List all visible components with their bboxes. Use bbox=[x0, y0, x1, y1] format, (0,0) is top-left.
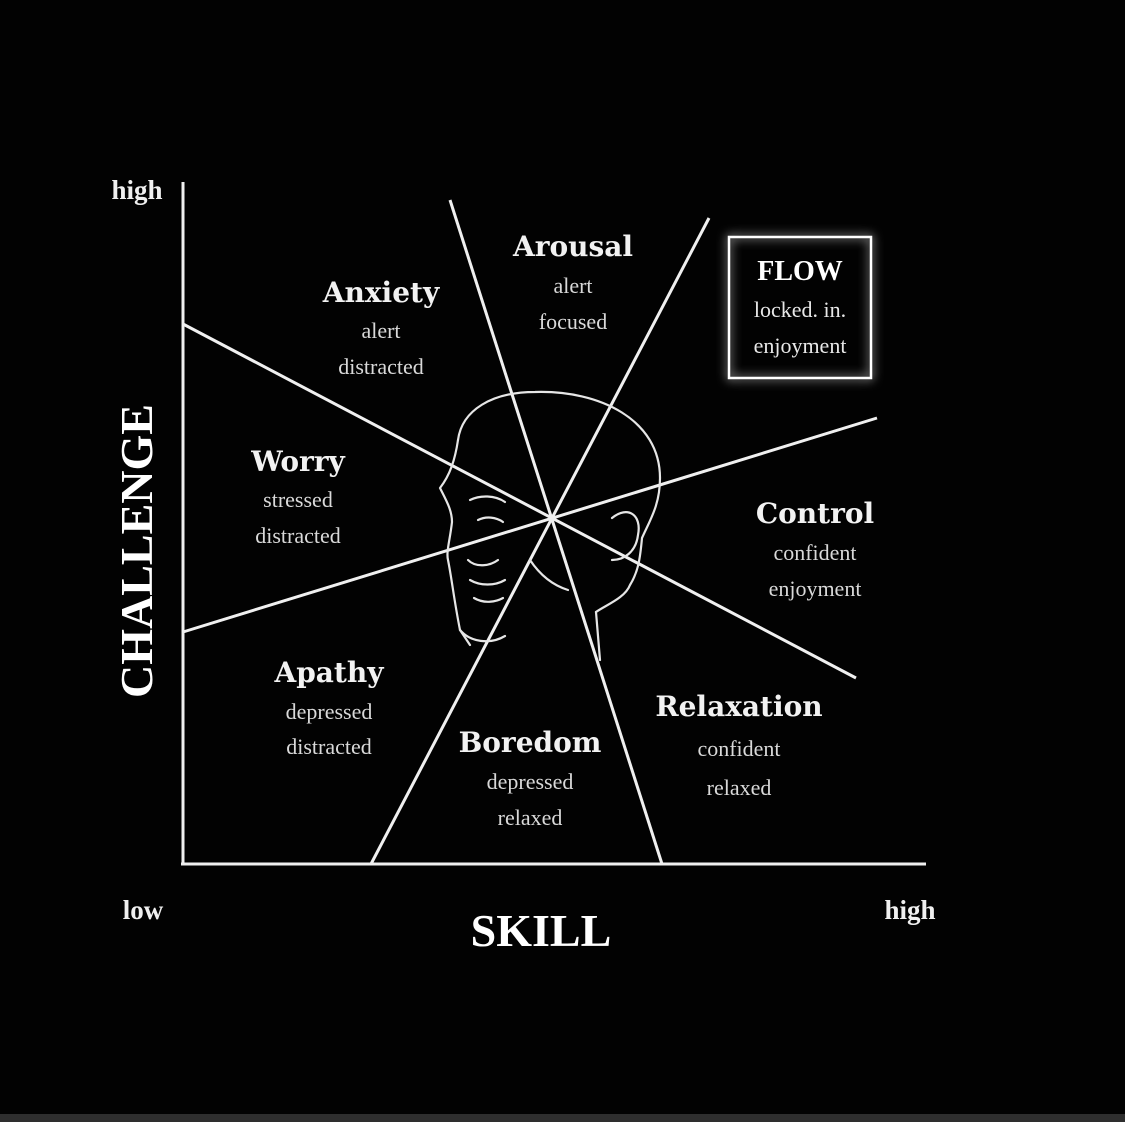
state-line2: enjoyment bbox=[769, 576, 862, 601]
divider-line-arousal-left bbox=[448, 199, 664, 865]
x-axis-low-label: low bbox=[123, 895, 164, 925]
state-line1: stressed bbox=[263, 487, 333, 512]
state-line2: relaxed bbox=[498, 805, 563, 830]
state-apathy: Apathy depressed distracted bbox=[273, 656, 384, 759]
state-worry: Worry stressed distracted bbox=[250, 445, 345, 548]
x-axis-title: SKILL bbox=[471, 905, 612, 956]
state-control: Control confident enjoyment bbox=[756, 497, 874, 601]
state-line2: distracted bbox=[338, 354, 424, 379]
state-line1: confident bbox=[697, 736, 780, 761]
x-axis-high-label: high bbox=[884, 895, 935, 925]
flow-box-border bbox=[727, 235, 873, 380]
flow-line1: locked. in. bbox=[754, 297, 846, 322]
state-line2: focused bbox=[539, 309, 607, 334]
state-line1: depressed bbox=[286, 699, 373, 724]
flow-line2: enjoyment bbox=[754, 333, 847, 358]
state-line2: distracted bbox=[286, 734, 372, 759]
state-anxiety: Anxiety alert distracted bbox=[322, 276, 440, 379]
bottom-edge-bar bbox=[0, 1114, 1125, 1122]
state-name: Boredom bbox=[459, 726, 602, 759]
state-line1: alert bbox=[553, 273, 592, 298]
state-name: Arousal bbox=[512, 230, 633, 263]
divider-line-anxiety-worry bbox=[182, 322, 857, 680]
divider-line-arousal-right bbox=[369, 217, 711, 865]
flow-box: FLOW locked. in. enjoyment bbox=[727, 235, 873, 380]
state-name: Apathy bbox=[273, 656, 384, 689]
head-outline-icon bbox=[438, 390, 662, 662]
state-line2: distracted bbox=[255, 523, 341, 548]
state-line2: relaxed bbox=[707, 775, 772, 800]
flow-title: FLOW bbox=[757, 256, 843, 287]
state-boredom: Boredom depressed relaxed bbox=[459, 726, 602, 830]
state-line1: confident bbox=[773, 540, 856, 565]
state-name: Worry bbox=[250, 445, 345, 478]
state-name: Control bbox=[756, 497, 874, 530]
y-axis-title: CHALLENGE bbox=[111, 404, 162, 698]
state-arousal: Arousal alert focused bbox=[512, 230, 633, 334]
state-line1: depressed bbox=[487, 769, 574, 794]
y-axis-high-label: high bbox=[111, 175, 162, 205]
state-name: Anxiety bbox=[322, 276, 440, 309]
state-relaxation: Relaxation confident relaxed bbox=[655, 690, 822, 800]
state-line1: alert bbox=[361, 318, 400, 343]
state-name: Relaxation bbox=[655, 690, 822, 723]
divider-line-worry-apathy bbox=[182, 416, 878, 634]
